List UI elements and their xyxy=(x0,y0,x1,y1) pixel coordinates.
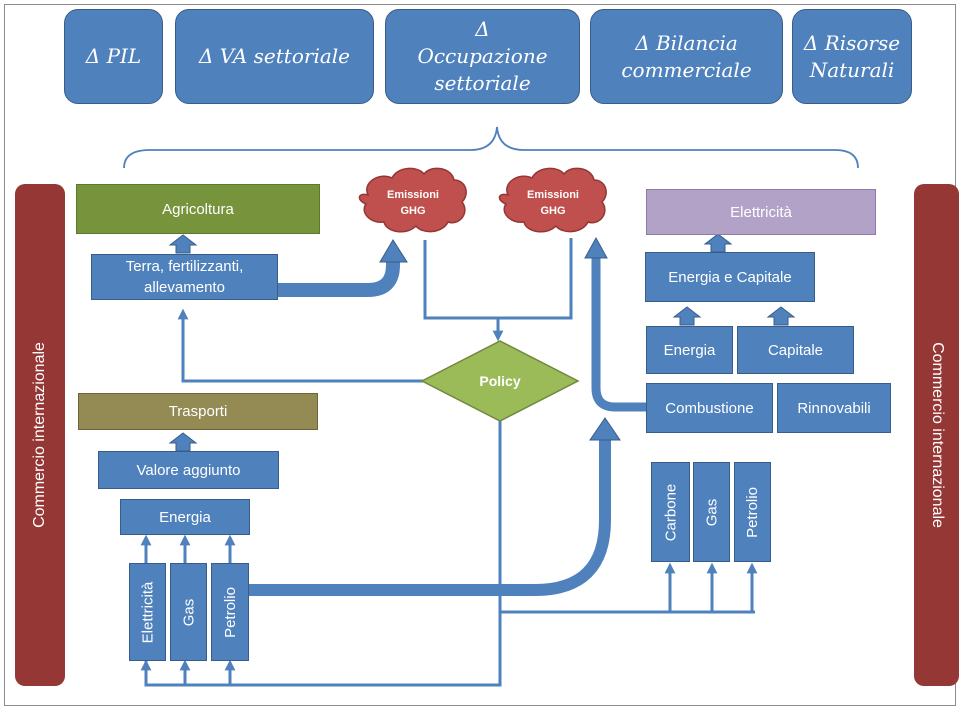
policy-label: Policy xyxy=(479,373,520,389)
emissions-right-line2: GHG xyxy=(540,205,565,217)
emissions-cloud-right: Emissioni GHG xyxy=(498,167,607,233)
sector-elettricita: Elettricità xyxy=(646,189,876,235)
policy-diamond: Policy xyxy=(420,340,580,422)
transport-fuel-petrolio: Petrolio xyxy=(211,563,249,661)
sector-trasporti: Trasporti xyxy=(78,393,318,430)
transport-energy: Energia xyxy=(120,499,250,535)
indicator-risorse-naturali: Δ Risorse Naturali xyxy=(792,9,912,104)
transport-fuel-elettricita: Elettricità xyxy=(129,563,166,661)
emissions-cloud-left: Emissioni GHG xyxy=(358,167,467,233)
indicator-pil: Δ PIL xyxy=(64,9,163,104)
electricity-fuel-petrolio: Petrolio xyxy=(734,462,771,562)
renewables-box: Rinnovabili xyxy=(777,383,891,433)
transport-fuel-gas: Gas xyxy=(170,563,207,661)
electricity-fuel-carbone: Carbone xyxy=(651,462,690,562)
transport-value-added: Valore aggiunto xyxy=(98,451,279,489)
indicator-occupazione-settoriale: Δ Occupazione settoriale xyxy=(385,9,580,104)
sector-agricoltura: Agricoltura xyxy=(76,184,320,234)
combustion-box: Combustione xyxy=(646,383,773,433)
capital-box: Capitale xyxy=(737,326,854,374)
indicator-bilancia-commerciale: Δ Bilancia commerciale xyxy=(590,9,783,104)
emissions-left-line1: Emissioni xyxy=(387,189,439,201)
agri-inputs-box: Terra, fertilizzanti, allevamento xyxy=(91,254,278,300)
electricity-fuel-gas: Gas xyxy=(693,462,730,562)
side-bar-left: Commercio internazionale xyxy=(15,184,65,686)
energy-capital-box: Energia e Capitale xyxy=(645,252,815,302)
indicator-va-settoriale: Δ VA settoriale xyxy=(175,9,374,104)
emissions-left-line2: GHG xyxy=(400,205,425,217)
emissions-right-line1: Emissioni xyxy=(527,189,579,201)
energy-box: Energia xyxy=(646,326,733,374)
side-bar-right: Commercio internazionale xyxy=(914,184,959,686)
